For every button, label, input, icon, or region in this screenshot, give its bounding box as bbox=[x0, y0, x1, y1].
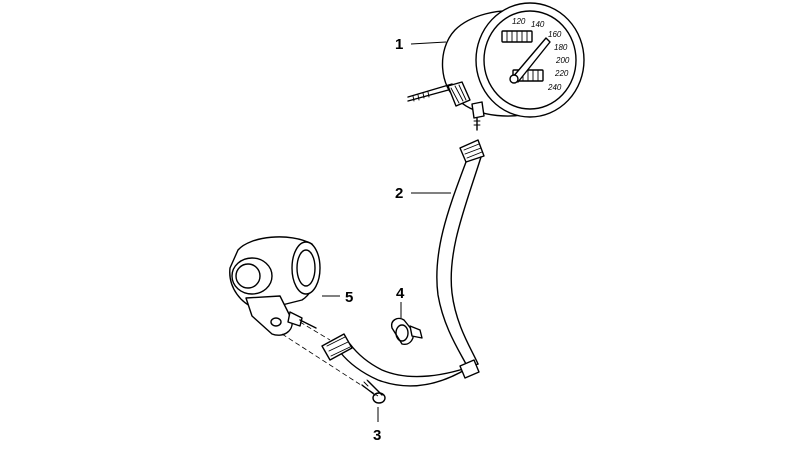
leader-lines bbox=[322, 41, 451, 422]
dial-label-200: 200 bbox=[555, 56, 570, 65]
callout-3: 3 bbox=[373, 427, 381, 444]
dial-label-180: 180 bbox=[554, 43, 568, 52]
speedometer: 120 140 160 180 200 220 240 bbox=[407, 2, 585, 131]
callout-5: 5 bbox=[345, 289, 353, 306]
dial-label-120: 120 bbox=[512, 17, 526, 26]
callout-4: 4 bbox=[396, 285, 405, 302]
dial-label-220: 220 bbox=[554, 69, 569, 78]
dial-label-140: 140 bbox=[531, 20, 545, 29]
grommet bbox=[390, 317, 423, 345]
drive-unit bbox=[229, 236, 379, 397]
callout-1: 1 bbox=[395, 36, 403, 53]
dial-label-160: 160 bbox=[548, 30, 562, 39]
screw bbox=[361, 379, 386, 404]
dial-label-240: 240 bbox=[547, 83, 562, 92]
speedometer-cable bbox=[321, 139, 485, 387]
callout-2: 2 bbox=[395, 185, 403, 202]
